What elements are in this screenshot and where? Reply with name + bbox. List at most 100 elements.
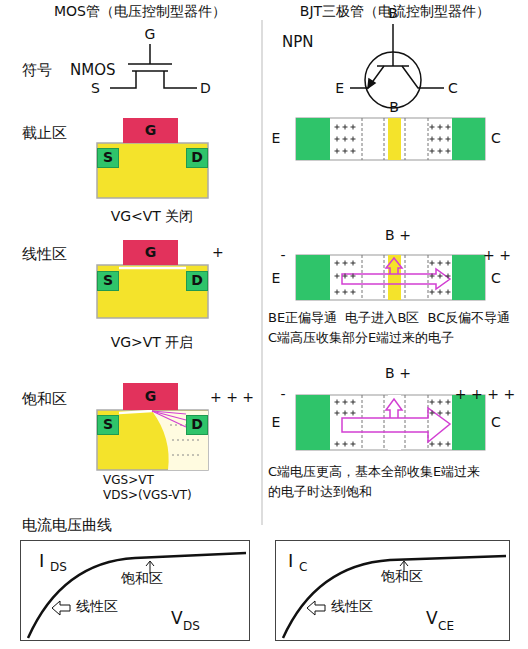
charge-mark [430,261,435,266]
divider [262,20,263,525]
charge-mark [438,137,443,142]
chart-text: V [171,609,183,628]
charge-mark [335,290,340,295]
charge-mark [446,137,451,142]
terminal-letter: S [103,417,113,432]
drain-region: D [186,271,208,291]
source-region: S [97,148,119,168]
charge-mark [335,137,340,142]
terminal-letter: G [145,123,157,138]
label: MOS管（电压控制型器件） [54,3,226,19]
label: C端高压收集部分E端过来的电子 [268,331,454,346]
label: VDS>(VGS-VT) [103,489,192,503]
label: - [280,386,285,402]
terminal-letter: G [145,389,157,404]
chart-text: C [299,561,307,574]
charge-mark [430,290,435,295]
charge-mark [438,411,443,416]
charge-mark [351,274,356,279]
terminal-letter: D [191,417,203,432]
chart-text: DS [50,561,67,574]
charge-mark [430,274,435,279]
iv-chart: IC饱和区线性区VCE [275,540,510,641]
terminal-letter: S [103,150,113,165]
charge-mark [438,149,443,154]
label: E [272,414,281,430]
label: + + + + [455,386,515,402]
gate-electrode: G [123,118,178,143]
label: D [200,80,211,96]
chart-text: 饱和区 [381,569,423,584]
label: VG>VT 开启 [111,334,194,350]
label: 符号 [22,62,52,79]
chart-text: 线性区 [331,599,373,614]
label: 的电子时达到饱和 [268,485,372,500]
label: E [335,80,344,96]
npn-symbol [350,24,444,108]
charge-mark [446,274,451,279]
label: + [212,244,224,260]
charge-mark [351,261,356,266]
mos-linear [97,265,208,318]
iv-curve [28,553,506,638]
bjt-bar [296,395,485,450]
chart-text: DS [183,620,200,633]
label: 截止区 [22,125,67,142]
charge-mark [351,290,356,295]
chart-text: I [288,551,293,571]
mos-saturation [97,410,208,470]
drain-region: D [186,148,208,168]
label: B + [385,227,411,243]
charge-mark [351,125,356,130]
charge-mark [351,400,356,405]
charge-mark [343,137,348,142]
gate-electrode: G [123,240,178,265]
source-region: S [97,415,119,435]
charge-mark [446,411,451,416]
charge-mark [438,290,443,295]
charge-mark [343,400,348,405]
charge-mark [351,137,356,142]
charge-mark [335,274,340,279]
charge-mark [343,290,348,295]
charge-mark [351,442,356,447]
label: C [491,270,501,286]
charge-mark [335,442,340,447]
charge-mark [343,125,348,130]
label: E [272,130,281,146]
terminal-letter: D [191,150,203,165]
charge-mark [343,149,348,154]
charge-mark [351,411,356,416]
terminal-letter: G [145,245,157,260]
charge-mark [335,149,340,154]
charge-mark [438,442,443,447]
label: B + [385,365,411,381]
charge-mark [343,274,348,279]
callout-arrow [52,561,408,615]
label: B [389,99,399,115]
chart-text: I [39,551,44,571]
label: C端电压更高，基本全部收集E端过来 [268,465,480,480]
label: + + [483,247,511,263]
terminal-letter: S [103,273,113,288]
charge-mark [438,274,443,279]
charge-mark [430,411,435,416]
charge-mark [446,125,451,130]
label: S [91,80,100,96]
charge-mark [446,261,451,266]
charge-mark [438,400,443,405]
charge-mark [335,261,340,266]
drain-region: D [186,415,208,435]
label: BE正偏导通 电子进入B区 BC反偏不导通 [268,311,510,326]
charge-mark [430,400,435,405]
charge-mark [335,411,340,416]
charge-mark [343,442,348,447]
terminal-letter: D [191,273,203,288]
label: NPN [282,34,314,51]
charge-mark [430,442,435,447]
gate-electrode: G [123,383,178,410]
chart-text: 线性区 [76,599,118,614]
charge-mark [335,125,340,130]
label: 线性区 [22,246,67,263]
